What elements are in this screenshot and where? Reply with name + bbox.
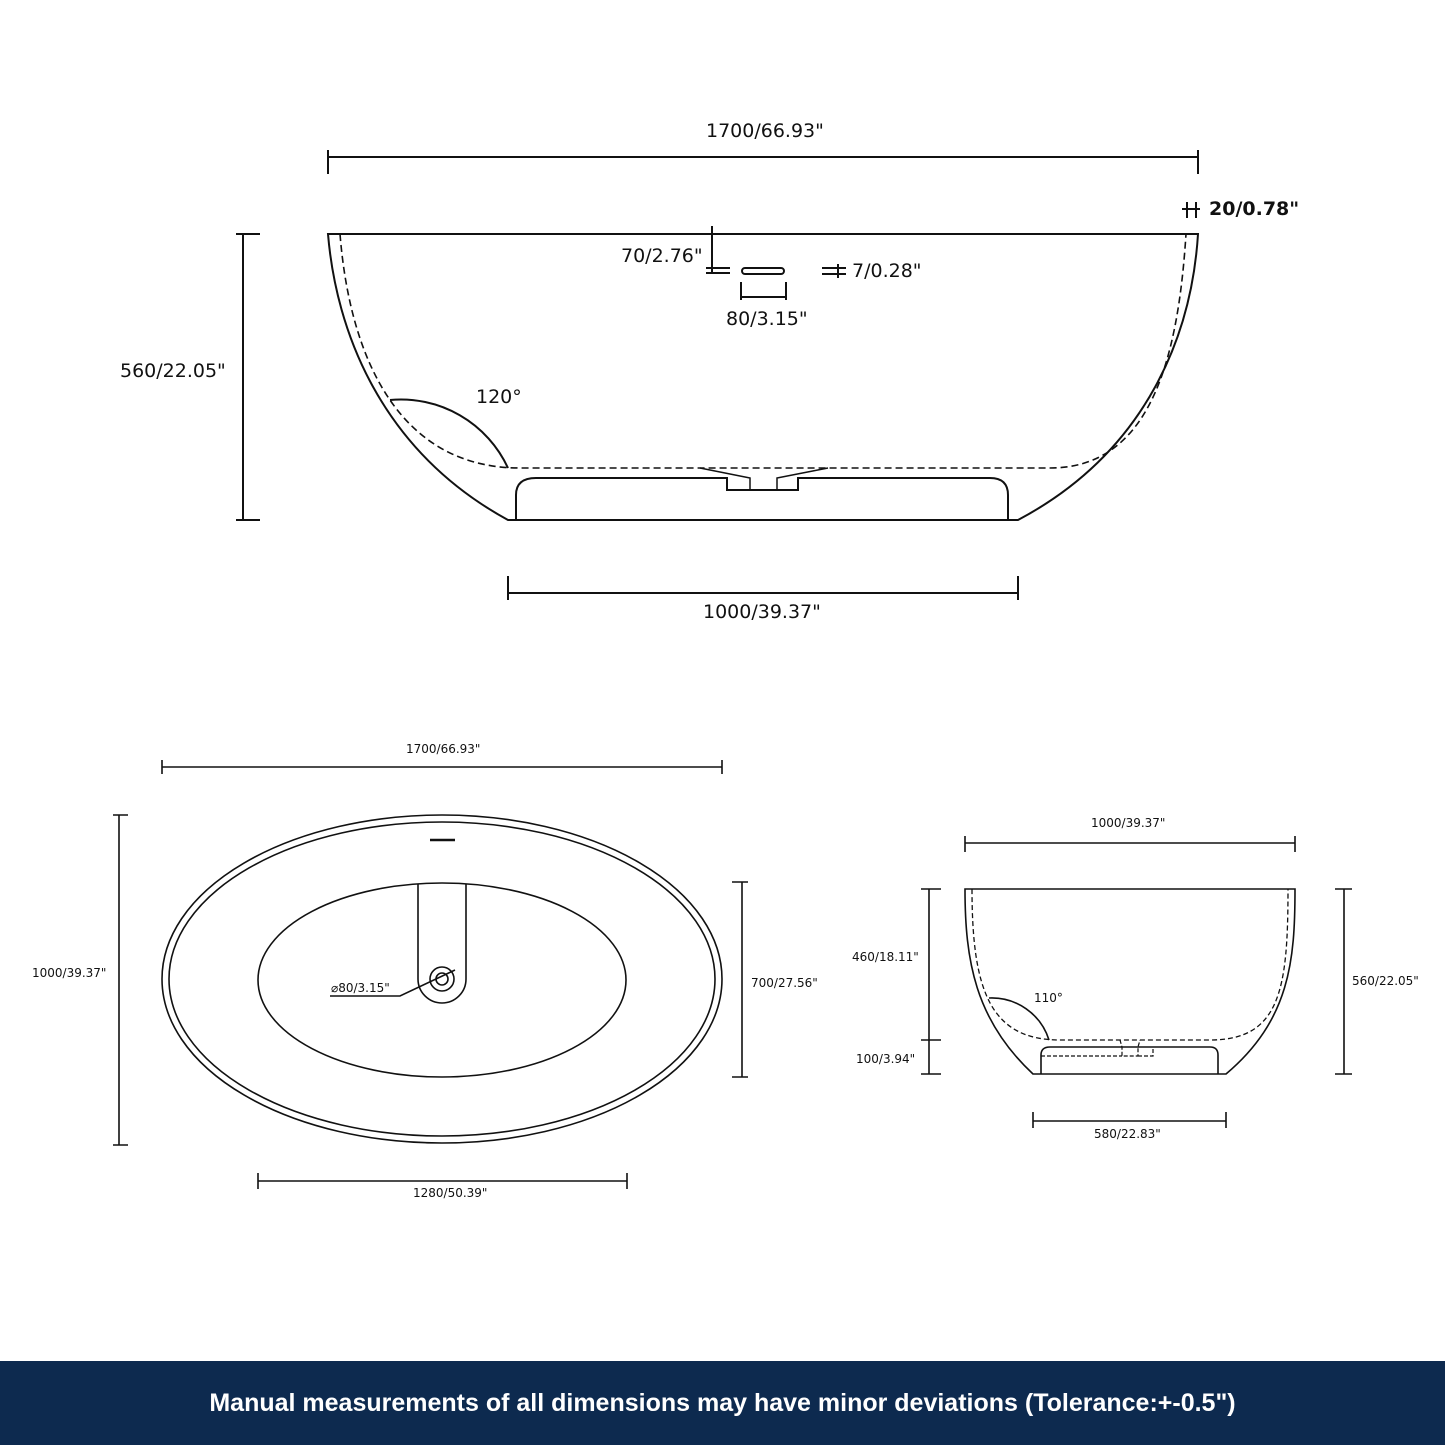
basin [257, 882, 627, 1078]
rim-thickness-label: 20/0.78" [1209, 198, 1300, 220]
angle-arc-110 [988, 997, 1050, 1041]
side-base-label: 1000/39.37" [703, 601, 821, 623]
outer-rim [161, 814, 723, 1144]
end-base-recess [1040, 1046, 1219, 1074]
angle-arc-120 [389, 398, 509, 469]
dim-560-line [236, 233, 260, 521]
top-inner-length-label: 1280/50.39" [413, 1186, 488, 1200]
end-inner-dashed [971, 888, 1289, 1041]
top-length-label: 1700/66.93" [406, 742, 481, 756]
dim-end-1000 [964, 836, 1296, 852]
side-base-recess [515, 477, 1009, 520]
inner-rim [168, 821, 716, 1137]
drain-outer [429, 966, 455, 992]
top-inner-width-label: 700/27.56" [751, 976, 818, 990]
top-width-label: 1000/39.37" [32, 966, 107, 980]
side-inner-dashed [339, 233, 1187, 469]
side-outer-outline [326, 233, 1200, 521]
end-inner-depth-label: 460/18.11" [852, 950, 919, 964]
end-width-label: 1000/39.37" [1091, 816, 1166, 830]
dim-7-marks [822, 264, 846, 278]
side-height-label: 560/22.05" [120, 360, 226, 382]
drain-leader [330, 969, 456, 997]
side-overflow-slot [741, 267, 785, 275]
dim-top-1280 [257, 1173, 628, 1189]
drain-diameter-label: ⌀80/3.15" [331, 981, 390, 995]
end-outer-outline [964, 888, 1296, 1075]
dim-top-1000 [113, 814, 128, 1146]
tolerance-banner: Manual measurements of all dimensions ma… [0, 1361, 1445, 1445]
dim-end-460-100 [921, 888, 941, 1075]
dim-end-560 [1335, 888, 1352, 1075]
dim-top-1700 [161, 760, 723, 774]
dim-20-marks [1182, 202, 1200, 218]
end-base-height-label: 100/3.94" [856, 1052, 916, 1066]
dim-end-580 [1032, 1112, 1227, 1128]
dim-top-700 [732, 881, 748, 1078]
end-drain [1041, 1039, 1154, 1057]
end-view-drawing [921, 836, 1352, 1128]
overflow-height-label: 7/0.28" [852, 260, 922, 282]
dim-1700-line [327, 150, 1199, 174]
end-angle-label: 110° [1034, 991, 1063, 1005]
dim-70-line [706, 226, 730, 274]
side-length-label: 1700/66.93" [706, 120, 824, 142]
end-height-label: 560/22.05" [1352, 974, 1419, 988]
side-angle-label: 120° [476, 386, 522, 408]
top-view-drawing [113, 760, 748, 1189]
side-drain [699, 467, 829, 490]
end-base-width-label: 580/22.83" [1094, 1127, 1161, 1141]
tolerance-text: Manual measurements of all dimensions ma… [209, 1388, 1236, 1417]
side-view-drawing [236, 150, 1200, 600]
dim-1000-line [507, 576, 1019, 600]
overflow-width-label: 80/3.15" [726, 308, 808, 330]
overflow-depth-label: 70/2.76" [621, 245, 703, 267]
dim-80-line [740, 282, 787, 300]
